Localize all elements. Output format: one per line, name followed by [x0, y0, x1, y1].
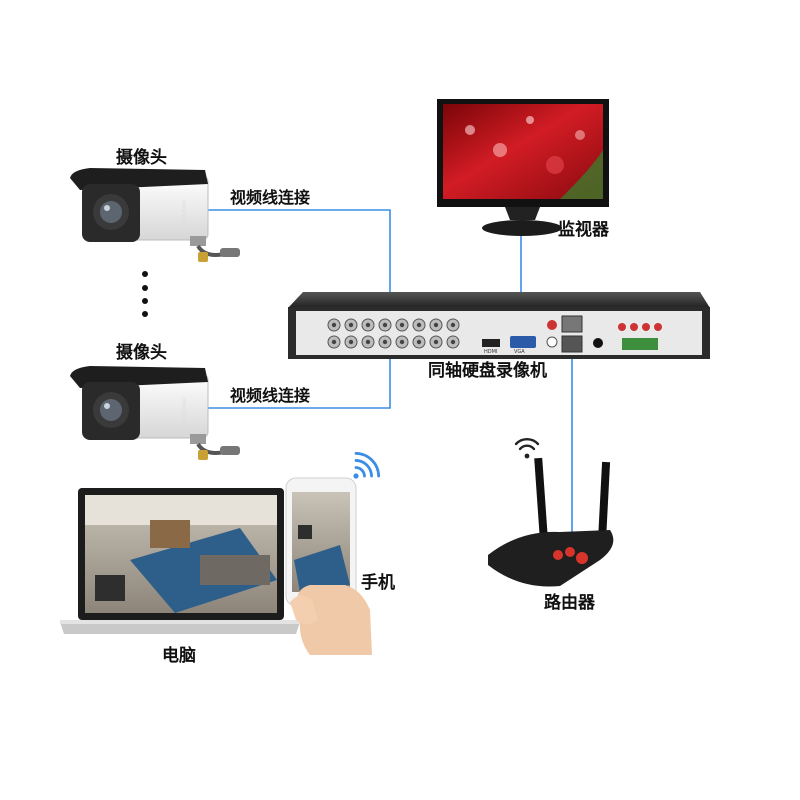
phone: [285, 477, 372, 655]
label-camera-top: 摄像头: [116, 148, 167, 168]
camera-top: HIKVISION: [70, 168, 240, 262]
bnc-port-pin: [348, 339, 354, 345]
bnc-port-pin: [416, 339, 422, 345]
bnc-port-pin: [399, 322, 405, 328]
wifi-signal-icon: [353, 451, 381, 479]
label-cable-bottom: 视频线连接: [230, 386, 311, 405]
svg-text:HDMI: HDMI: [484, 349, 497, 355]
bnc-port-pin: [416, 322, 422, 328]
camera-bottom: HIKVISION: [70, 366, 240, 460]
bnc-port-pin: [382, 322, 388, 328]
bnc-port-pin: [331, 322, 337, 328]
bnc-port-pin: [331, 339, 337, 345]
label-cable-top: 视频线连接: [230, 188, 311, 207]
monitor: [437, 99, 609, 236]
bnc-port-pin: [365, 322, 371, 328]
label-dvr: 同轴硬盘录像机: [428, 361, 547, 381]
bnc-port-pin: [348, 322, 354, 328]
laptop: [60, 488, 300, 634]
bnc-port-pin: [433, 322, 439, 328]
label-monitor: 监视器: [558, 220, 609, 240]
bnc-port-pin: [382, 339, 388, 345]
wifi-signal-icon: [514, 438, 540, 459]
label-phone: 手机: [361, 573, 395, 593]
label-router: 路由器: [544, 593, 595, 613]
label-camera-bottom: 摄像头: [116, 343, 167, 363]
bnc-port-pin: [399, 339, 405, 345]
router: [488, 457, 614, 587]
svg-text:HIKVISION: HIKVISION: [180, 398, 186, 424]
bnc-port-pin: [433, 339, 439, 345]
bnc-ports: [327, 318, 460, 349]
label-laptop: 电脑: [162, 646, 196, 666]
cable-camera-bottom-to-dvr: [208, 345, 391, 409]
bnc-port-pin: [365, 339, 371, 345]
bnc-port-pin: [450, 339, 456, 345]
svg-text:HIKVISION: HIKVISION: [180, 200, 186, 226]
svg-text:VGA: VGA: [514, 349, 525, 355]
bnc-port-pin: [450, 322, 456, 328]
vertical-dots-icon: [142, 271, 148, 317]
dvr-recorder: HDMI VGA: [288, 292, 710, 359]
